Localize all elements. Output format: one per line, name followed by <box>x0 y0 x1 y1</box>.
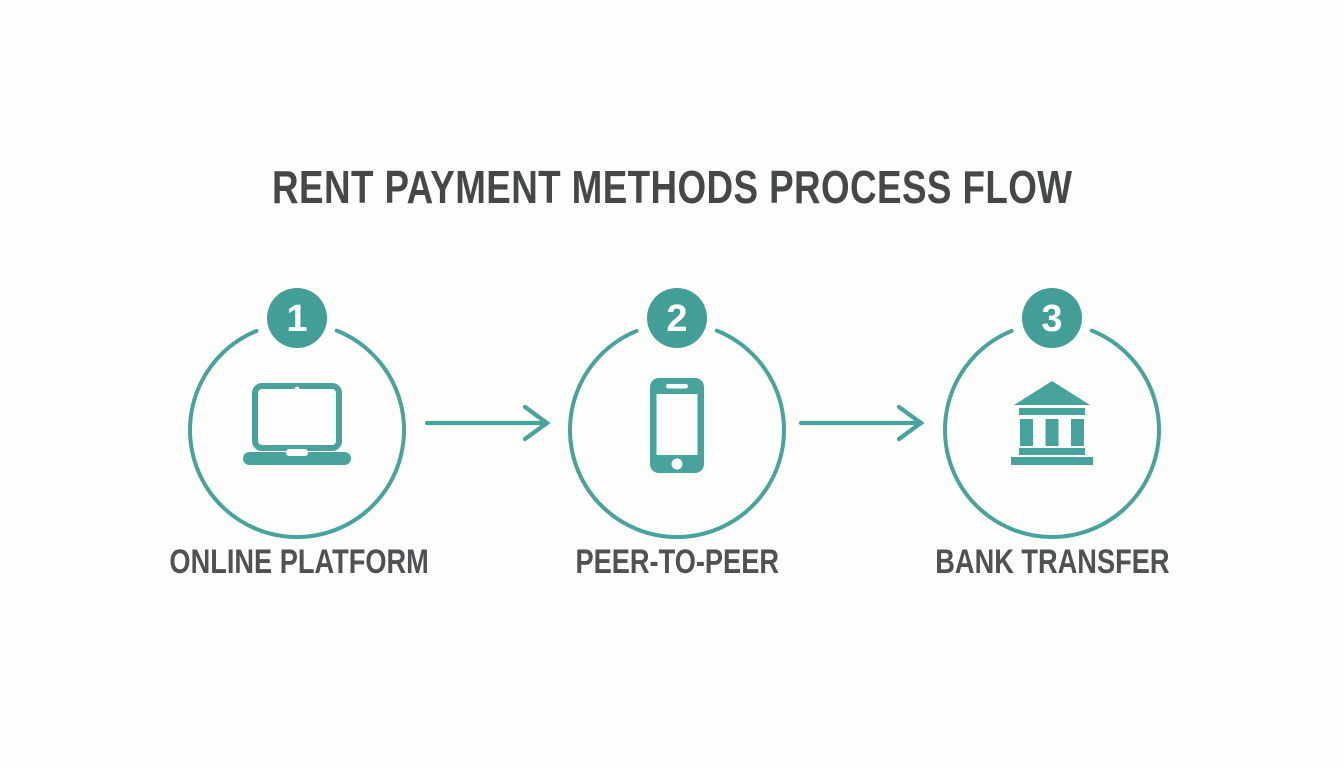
page-title-text: RENT PAYMENT METHODS PROCESS FLOW <box>271 161 1073 213</box>
arrow-right-icon <box>424 404 551 442</box>
step-2-badge-circle <box>647 288 707 348</box>
step-2-label: PEER-TO-PEER <box>575 543 779 581</box>
step-2-graphic: 2 <box>568 288 786 539</box>
step-3-number: 3 <box>1041 298 1062 340</box>
page-title: RENT PAYMENT METHODS PROCESS FLOW <box>0 160 1344 214</box>
step-2-circle <box>568 320 786 539</box>
step-3-badge: 3 <box>1022 288 1082 348</box>
step-1-badge-circle <box>267 288 327 348</box>
step-3-badge-circle <box>1022 288 1082 348</box>
step-1-circle <box>188 320 406 539</box>
step-1-badge: 1 <box>267 288 327 348</box>
bank-icon <box>1011 381 1093 465</box>
step-1-graphic: 1 <box>188 288 406 539</box>
step-3-label: BANK TRANSFER <box>934 543 1170 581</box>
step-1-number: 1 <box>286 298 307 340</box>
step-2-badge: 2 <box>647 288 707 348</box>
step-3-graphic: 3 <box>943 288 1161 539</box>
laptop-icon <box>243 383 351 465</box>
step-3-circle <box>943 320 1161 539</box>
step-2-number: 2 <box>666 298 687 340</box>
smartphone-icon <box>650 378 704 473</box>
step-1-label: ONLINE PLATFORM <box>169 543 429 581</box>
arrow-right-icon <box>798 404 925 442</box>
